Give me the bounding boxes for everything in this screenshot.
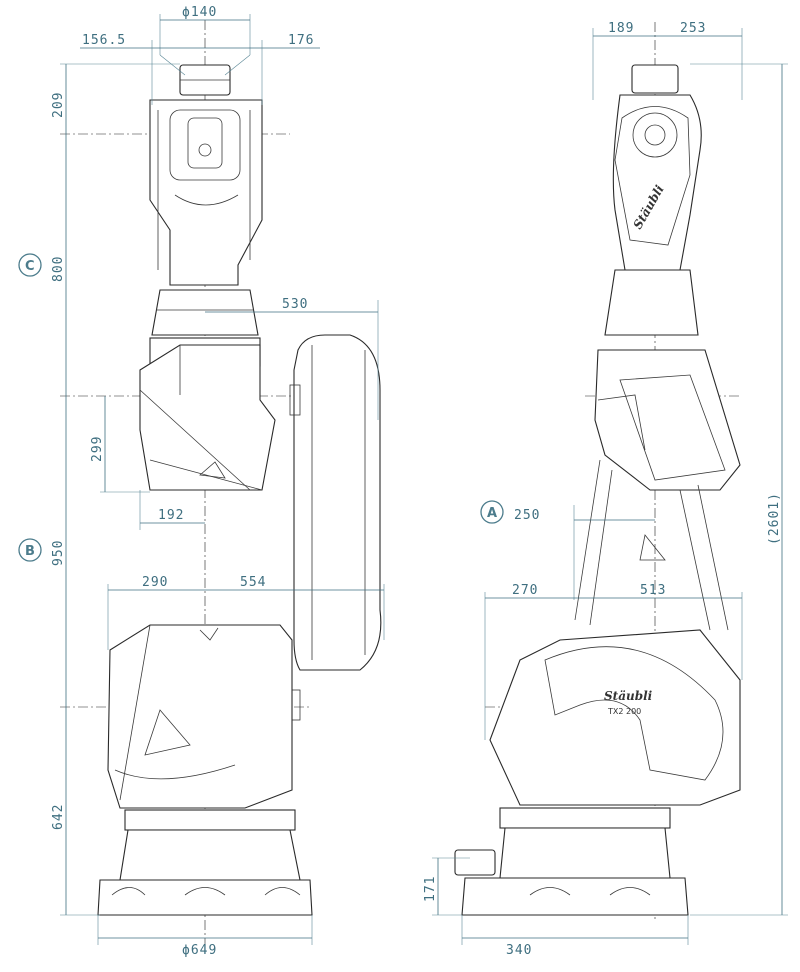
- side-arm-links: [574, 459, 729, 631]
- dim-front-base-right-label: 554: [240, 575, 266, 590]
- dim-front-base-left-label: 290: [142, 575, 168, 590]
- dim-side-base-right-label: 513: [640, 583, 666, 598]
- dim-front-elbow-offset-label: 299: [90, 436, 105, 462]
- side-wrist: Stäubli: [612, 64, 702, 312]
- dim-front-left-offset-label: 156.5: [82, 33, 126, 48]
- front-arm-link: [289, 334, 382, 721]
- dim-side-base-left-label: 270: [512, 583, 538, 598]
- dim-front-forearm-offset-label: 192: [158, 508, 184, 523]
- axis-marker-c: C: [18, 253, 42, 277]
- dim-front-upper-arm-label: 800: [51, 256, 66, 282]
- dim-front-shoulder-reach-label: 530: [282, 297, 308, 312]
- dim-front-base-height-label: 642: [51, 804, 66, 830]
- side-neck: [604, 269, 699, 336]
- axis-label-b: B: [25, 544, 35, 559]
- axis-marker-b: B: [18, 538, 42, 562]
- dim-side-reach-label: 250: [514, 508, 540, 523]
- side-shoulder-housing: Stäubli TX2 200: [489, 629, 741, 806]
- side-model-label: TX2 200: [607, 707, 641, 716]
- dim-front-wrist-height-label: 209: [51, 92, 66, 118]
- axis-marker-a: A: [480, 500, 504, 524]
- side-logo-main: Stäubli: [604, 689, 653, 703]
- axis-label-a: A: [487, 506, 497, 521]
- side-base: [454, 807, 689, 916]
- dim-side-top-right-label: 253: [680, 21, 706, 36]
- dim-front-right-offset-label: 176: [288, 33, 314, 48]
- side-view: Stäubli Stäubli TX2 200: [423, 21, 788, 958]
- front-elbow-housing: [139, 344, 276, 491]
- axis-label-c: C: [25, 259, 35, 274]
- dim-front-lower-arm-label: 950: [51, 540, 66, 566]
- dim-front-base-diameter-label: ϕ649: [182, 943, 217, 958]
- front-base: [97, 809, 313, 916]
- front-shoulder-housing: [107, 624, 293, 809]
- side-elbow: [594, 349, 741, 491]
- dim-side-foot-width-label: 340: [506, 943, 532, 958]
- dim-front-flange-label: ϕ140: [182, 5, 217, 20]
- dim-side-total-height-label: (2601): [767, 492, 782, 545]
- front-view: ϕ140 156.5 176 209 800 950 642 299 530 1…: [18, 5, 385, 958]
- dim-side-top-left-label: 189: [608, 21, 634, 36]
- front-wrist: [149, 64, 263, 286]
- dim-side-foot-height-label: 171: [423, 876, 438, 902]
